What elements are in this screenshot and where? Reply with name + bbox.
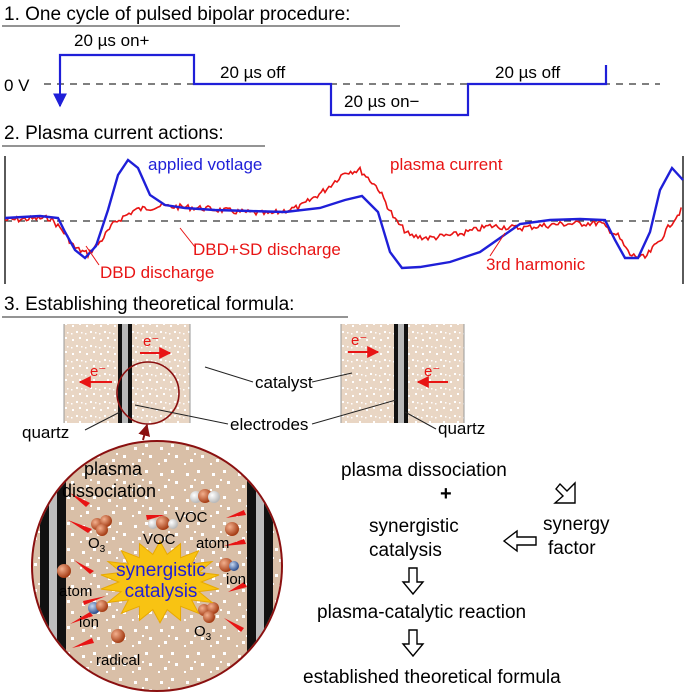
applied-voltage-trace <box>4 158 684 270</box>
pulse-off-1-label: 20 µs off <box>220 63 286 82</box>
zoom-ion-label-b: ion <box>79 614 99 631</box>
plasma-current-label: plasma current <box>390 155 503 174</box>
section-3-title: 3. Establishing theoretical formula: <box>4 294 294 315</box>
electrode-left-2 <box>128 324 132 423</box>
flow-reaction: plasma-catalytic reaction <box>317 602 526 623</box>
zoom-ion-label-a: ion <box>226 571 246 588</box>
quartz-left-1 <box>122 324 128 423</box>
catalyst-layer-right-outer <box>408 324 464 423</box>
zoom-voc-label-a: VOC <box>175 509 208 526</box>
zero-volt-label: 0 V <box>4 76 30 95</box>
electron-label-2: e⁻ <box>143 333 159 350</box>
arrow-to-synergistic-catalysis <box>502 529 537 553</box>
pulse-off-2-label: 20 µs off <box>495 63 561 82</box>
zoom-dissociation-label: dissociation <box>62 481 156 501</box>
zoom-voc-label-b: VOC <box>143 531 176 548</box>
molecules <box>57 489 239 643</box>
quartz-label-right: quartz <box>438 419 485 438</box>
pulse-waveform <box>58 53 608 117</box>
pulse-on-minus-label: 20 µs on− <box>344 92 420 111</box>
reactor-leader-lines <box>84 366 437 431</box>
dbd-sd-discharge-label: DBD+SD discharge <box>193 240 341 259</box>
flow-factor: factor <box>548 538 596 559</box>
electron-label-3: e⁻ <box>351 332 367 349</box>
zoom-link-arrow <box>138 423 151 441</box>
electron-label-4: e⁻ <box>424 363 440 380</box>
flow-catalysis: catalysis <box>369 540 442 561</box>
dbd-sd-pointer <box>179 227 196 248</box>
catalysis-zoom-view: plasma dissociation VOC VOC O3 O3 atom a… <box>31 440 283 692</box>
quartz-label-left: quartz <box>22 423 69 442</box>
arrow-to-synergy-factor <box>553 481 576 504</box>
dbd-pointer <box>85 245 100 266</box>
flow-synergistic: synergistic <box>369 516 459 537</box>
section-2-title: 2. Plasma current actions: <box>4 123 224 144</box>
flow-synergy: synergy <box>543 514 610 535</box>
zoom-atom-label-a: atom <box>196 535 229 552</box>
zoom-catalysis-label: catalysis <box>125 581 198 602</box>
harmonic-pointer <box>489 232 506 257</box>
zoom-o3-label-a: O3 <box>88 535 106 555</box>
electrode-left-1 <box>118 324 122 423</box>
zoom-synergistic-label: synergistic <box>116 560 206 581</box>
catalyst-label: catalyst <box>255 373 313 392</box>
plasma-current-trace <box>4 165 682 260</box>
reactor-left <box>63 324 191 423</box>
flow-formula: established theoretical formula <box>303 667 561 688</box>
flow-plus: + <box>440 483 452 505</box>
quartz-right-1 <box>398 324 404 423</box>
reactor-right <box>340 324 465 423</box>
third-harmonic-label: 3rd harmonic <box>486 255 586 274</box>
section-1-title: 1. One cycle of pulsed bipolar procedure… <box>4 4 350 25</box>
catalyst-layer-left-outer <box>64 324 118 423</box>
electrodes-label: electrodes <box>230 415 308 434</box>
applied-voltage-label: applied votlage <box>148 155 262 174</box>
pulse-on-plus-label: 20 µs on+ <box>74 31 150 50</box>
zoom-atom-label-b: atom <box>59 583 92 600</box>
electrode-right-2 <box>404 324 408 423</box>
flow-plasma-dissociation: plasma dissociation <box>341 460 507 481</box>
arrow-to-formula <box>401 629 425 658</box>
synergistic-catalysis-starburst <box>100 540 220 624</box>
electron-label-1: e⁻ <box>90 363 106 380</box>
zoom-radical-label: radical <box>96 652 140 669</box>
arrow-to-reaction <box>401 567 425 596</box>
electron-streaks <box>68 493 247 648</box>
theory-flowchart: plasma dissociation + synergistic cataly… <box>303 460 610 688</box>
zoom-o3-label-b: O3 <box>194 623 212 643</box>
catalyst-layer-left-inner <box>132 324 190 423</box>
electrode-right-1 <box>394 324 398 423</box>
dbd-discharge-label: DBD discharge <box>100 263 214 282</box>
zoom-plasma-label: plasma <box>84 459 143 479</box>
